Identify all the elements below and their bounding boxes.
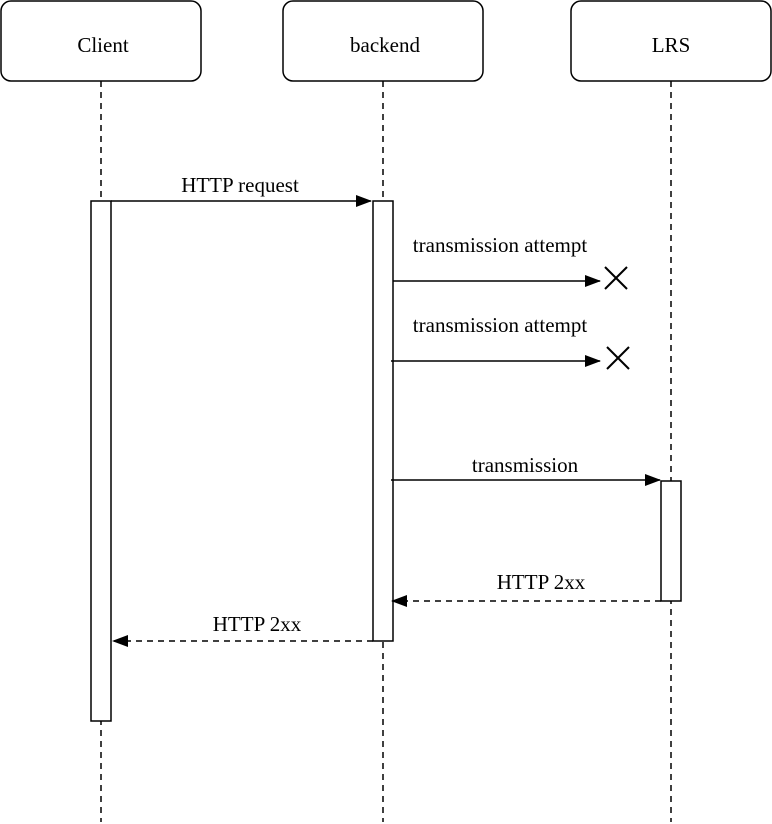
message-transmission-attempt-1: transmission attempt [393, 233, 628, 290]
message-http-2xx-backend: HTTP 2xx [112, 612, 373, 647]
participant-backend-label: backend [350, 33, 420, 57]
lost-message-x-icon [604, 266, 628, 290]
message-transmission: transmission [391, 453, 661, 486]
participant-lrs: LRS [570, 0, 772, 82]
message-http-2xx-lrs-label: HTTP 2xx [497, 570, 586, 594]
message-transmission-label: transmission [472, 453, 579, 477]
message-transmission-attempt-1-label: transmission attempt [413, 233, 588, 257]
participant-backend: backend [282, 0, 484, 82]
participant-client: Client [0, 0, 202, 82]
activation-bar-lrs [660, 480, 682, 602]
activation-bar-client [90, 200, 112, 722]
participant-lrs-label: LRS [652, 33, 691, 57]
message-transmission-attempt-2-label: transmission attempt [413, 313, 588, 337]
message-http-request-label: HTTP request [181, 173, 299, 197]
message-http-2xx-lrs: HTTP 2xx [391, 570, 661, 607]
message-http-request: HTTP request [111, 173, 372, 207]
lost-message-x-icon [606, 346, 630, 370]
message-transmission-attempt-2: transmission attempt [391, 313, 630, 370]
message-http-2xx-backend-label: HTTP 2xx [213, 612, 302, 636]
participant-client-label: Client [77, 33, 128, 57]
activation-bar-backend [372, 200, 394, 642]
